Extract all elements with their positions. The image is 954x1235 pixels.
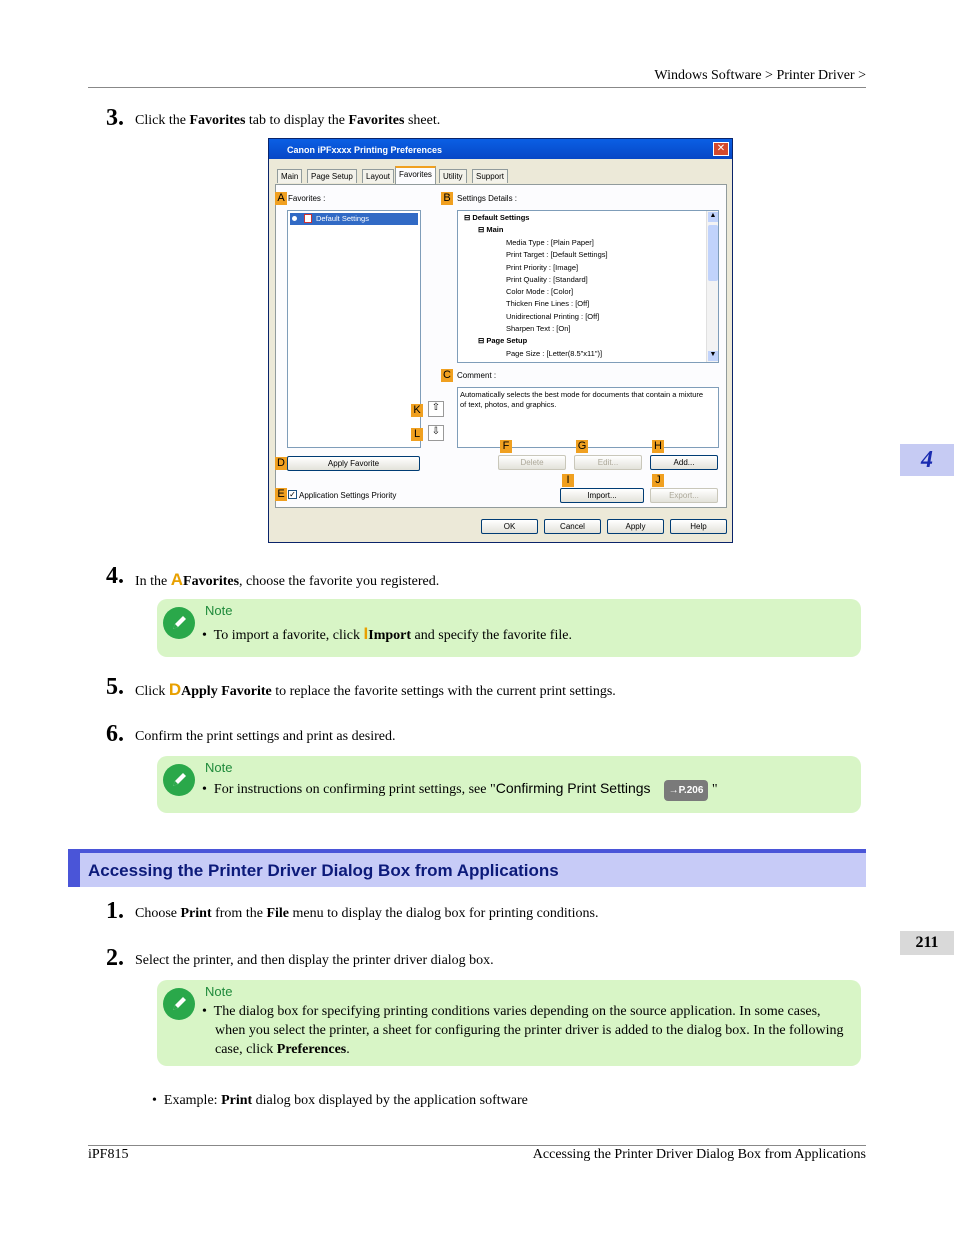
example-text: • Example: Print dialog box displayed by… xyxy=(152,1093,528,1108)
header-rule xyxy=(88,87,866,88)
scroll-down-icon[interactable]: ▼ xyxy=(708,351,718,361)
note-text: • The dialog box for specifying printing… xyxy=(202,1004,844,1057)
tree-leaf: Print Priority : [Image] xyxy=(506,263,579,272)
step-text: Click DApply Favorite to replace the fav… xyxy=(135,680,616,700)
apply-favorite-button[interactable]: Apply Favorite xyxy=(287,456,420,471)
note-label: Note xyxy=(205,760,233,775)
step-text: Click the Favorites tab to display the F… xyxy=(135,113,441,128)
footer-model: iPF815 xyxy=(88,1147,129,1162)
step-number: 3. xyxy=(106,105,124,131)
marker-i: I xyxy=(562,474,574,487)
apply-button[interactable]: Apply xyxy=(607,519,664,534)
tree-leaf: Color Mode : [Color] xyxy=(506,287,574,296)
tab-page-setup[interactable]: Page Setup xyxy=(307,169,357,183)
step-number: 5. xyxy=(106,674,124,700)
tree-leaf: Print Quality : [Standard] xyxy=(506,275,588,284)
cancel-button[interactable]: Cancel xyxy=(544,519,601,534)
note-box: Note • The dialog box for specifying pri… xyxy=(157,980,861,1066)
tree-node: ⊟ Default Settings xyxy=(464,213,530,222)
printing-preferences-dialog: Canon iPFxxxx Printing Preferences ✕ Mai… xyxy=(268,138,733,543)
favorites-sheet: A Favorites : Default Settings K ⇧ L ⇩ B… xyxy=(275,184,727,508)
note-box: Note • To import a favorite, click IImpo… xyxy=(157,599,861,657)
chapter-tab[interactable]: 4 xyxy=(900,444,954,476)
selected-dot-icon xyxy=(292,216,297,221)
marker-d: D xyxy=(275,457,287,470)
comment-box: Automatically selects the best mode for … xyxy=(457,387,719,448)
help-button[interactable]: Help xyxy=(670,519,727,534)
step-number: 6. xyxy=(106,721,124,747)
tree-leaf: Sharpen Text : [On] xyxy=(506,324,571,333)
app-priority-label: Application Settings Priority xyxy=(299,491,397,500)
marker-b: B xyxy=(441,192,453,205)
step-number: 1. xyxy=(106,898,124,924)
cross-reference-link[interactable]: Confirming Print Settings xyxy=(495,780,651,796)
pencil-note-icon xyxy=(163,764,195,796)
favorites-list[interactable]: Default Settings xyxy=(287,210,421,448)
tree-scrollbar[interactable]: ▲ ▼ xyxy=(706,211,718,362)
step-text: Select the printer, and then display the… xyxy=(135,953,494,968)
tree-leaf: Thicken Fine Lines : [Off] xyxy=(506,299,590,308)
ok-button[interactable]: OK xyxy=(481,519,538,534)
marker-f: F xyxy=(500,440,512,453)
page-number-tab: 211 xyxy=(900,931,954,955)
export-button[interactable]: Export... xyxy=(650,488,718,503)
import-button[interactable]: Import... xyxy=(560,488,644,503)
step-text: In the AFavorites, choose the favorite y… xyxy=(135,570,440,590)
pencil-note-icon xyxy=(163,607,195,639)
note-text: • For instructions on confirming print s… xyxy=(202,779,718,801)
breadcrumb: Windows Software > Printer Driver > xyxy=(654,68,866,83)
tree-leaf: Page Size : [Letter(8.5"x11")] xyxy=(506,349,603,358)
note-text: • To import a favorite, click IImport an… xyxy=(202,624,572,643)
scroll-thumb[interactable] xyxy=(708,225,718,281)
marker-e: E xyxy=(275,488,287,501)
tab-layout[interactable]: Layout xyxy=(362,169,395,183)
marker-l: L xyxy=(411,428,423,441)
printer-settings-icon xyxy=(304,214,312,223)
marker-k: K xyxy=(411,404,423,417)
favorite-item[interactable]: Default Settings xyxy=(290,213,418,225)
tree-leaf: Print Target : [Default Settings] xyxy=(506,250,608,259)
page-reference-badge[interactable]: →P.206 xyxy=(663,780,709,801)
move-up-icon[interactable]: ⇧ xyxy=(428,401,444,417)
tab-utility[interactable]: Utility xyxy=(439,169,467,183)
footer-title: Accessing the Printer Driver Dialog Box … xyxy=(532,1147,866,1162)
tree-leaf: Media Type : [Plain Paper] xyxy=(506,238,594,247)
marker-i-inline: I xyxy=(363,624,369,643)
marker-d-inline: D xyxy=(168,680,182,699)
tab-main[interactable]: Main xyxy=(277,169,303,183)
favorites-label: Favorites : xyxy=(288,194,326,203)
step-number: 2. xyxy=(106,945,124,971)
dialog-title: Canon iPFxxxx Printing Preferences xyxy=(269,139,732,159)
tree-node: ⊟ Main xyxy=(478,225,504,234)
close-icon[interactable]: ✕ xyxy=(713,142,729,156)
step-number: 4. xyxy=(106,563,124,589)
marker-c: C xyxy=(441,369,453,382)
tab-support[interactable]: Support xyxy=(472,169,509,183)
app-priority-checkbox[interactable]: ✓ xyxy=(288,490,297,499)
tab-favorites[interactable]: Favorites xyxy=(395,166,436,184)
note-label: Note xyxy=(205,603,233,618)
delete-button[interactable]: Delete xyxy=(498,455,566,470)
marker-a: A xyxy=(275,192,287,205)
edit-button[interactable]: Edit... xyxy=(574,455,642,470)
scroll-up-icon[interactable]: ▲ xyxy=(708,212,718,222)
note-box: Note • For instructions on confirming pr… xyxy=(157,756,861,813)
tree-node: ⊟ Page Setup xyxy=(478,336,528,345)
comment-label: Comment : xyxy=(457,371,497,380)
note-label: Note xyxy=(205,984,233,999)
marker-a-inline: A xyxy=(170,570,184,589)
section-heading: Accessing the Printer Driver Dialog Box … xyxy=(68,849,866,887)
tree-leaf: Unidirectional Printing : [Off] xyxy=(506,312,600,321)
settings-details-label: Settings Details : xyxy=(457,194,518,203)
step-text: Choose Print from the File menu to displ… xyxy=(135,906,599,921)
add-button[interactable]: Add... xyxy=(650,455,718,470)
pencil-note-icon xyxy=(163,988,195,1020)
marker-h: H xyxy=(652,440,664,453)
marker-g: G xyxy=(576,440,588,453)
step-text: Confirm the print settings and print as … xyxy=(135,729,396,744)
settings-details-tree[interactable]: ⊟ Default Settings ⊟ Main Media Type : [… xyxy=(457,210,719,363)
footer-rule xyxy=(88,1145,866,1146)
marker-j: J xyxy=(652,474,664,487)
move-down-icon[interactable]: ⇩ xyxy=(428,425,444,441)
